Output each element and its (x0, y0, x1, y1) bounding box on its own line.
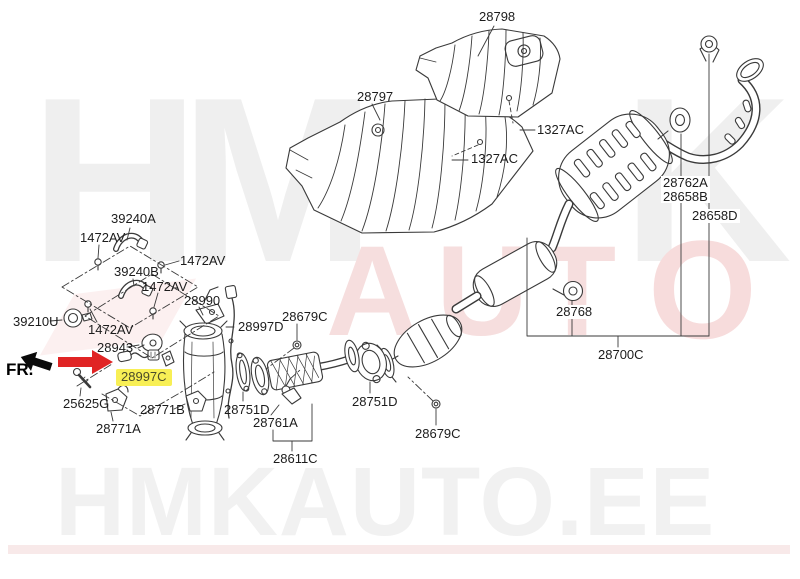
nut-28679c (292, 340, 441, 409)
hanger-rubber-28762a (657, 107, 691, 140)
heat-shield-28797 (285, 97, 534, 234)
leader-lines (49, 25, 710, 452)
assembly-dashdot-lines (61, 245, 434, 417)
fr-direction-arrow-icon (20, 351, 53, 371)
bolt-25625g (72, 367, 92, 389)
highlight-red-arrow-icon (58, 350, 113, 374)
bracket-28771b (185, 390, 207, 412)
oxygen-sensor-39240a (113, 232, 149, 252)
oxygen-sensor-39240b (118, 279, 154, 299)
rear-muffler (555, 110, 673, 222)
grommet-39210u (63, 308, 93, 328)
bracket-28943 (137, 333, 163, 353)
heat-shield-28798 (415, 28, 561, 118)
front-pipe (250, 339, 360, 405)
oxygen-sensor-28997c (117, 349, 160, 363)
warmup-catalytic-converter (161, 284, 238, 441)
tail-pipe (656, 35, 764, 164)
gasket-28751d-left (235, 352, 251, 392)
